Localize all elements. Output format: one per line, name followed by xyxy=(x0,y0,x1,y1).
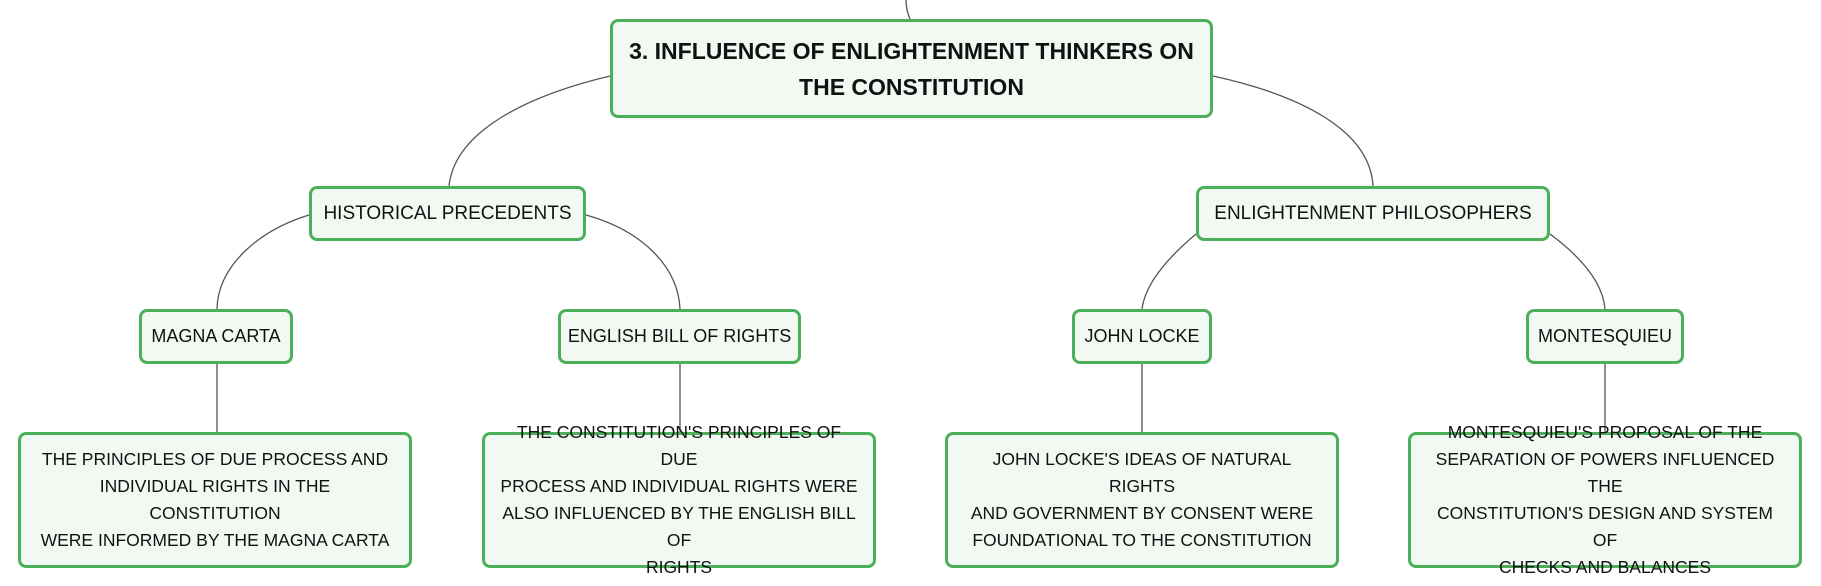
connector-historical-to-bill xyxy=(585,214,681,310)
root-title-line-1: 3. INFLUENCE OF ENLIGHTENMENT THINKERS O… xyxy=(629,37,1194,64)
topic-label: JOHN LOCKE xyxy=(1084,326,1200,346)
topic-node-montesquieu[interactable]: MONTESQUIEU xyxy=(1526,309,1684,364)
topic-node-magna-carta[interactable]: MAGNA CARTA xyxy=(139,309,293,364)
connector-root-to-philosophers xyxy=(1212,75,1374,187)
connector-philosophers-to-montesquieu xyxy=(1549,233,1606,310)
detail-line: THE PRINCIPLES OF DUE PROCESS AND xyxy=(41,449,389,469)
detail-line: ALSO INFLUENCED BY THE ENGLISH BILL OF xyxy=(502,503,856,550)
connector-historical-to-magna xyxy=(216,214,310,310)
detail-line: SEPARATION OF POWERS INFLUENCED THE xyxy=(1435,449,1775,496)
topic-node-john-locke[interactable]: JOHN LOCKE xyxy=(1072,309,1212,364)
detail-line: MONTESQUIEU'S PROPOSAL OF THE xyxy=(1447,422,1763,442)
topic-label: MAGNA CARTA xyxy=(151,326,281,346)
connector-parent-to-root xyxy=(905,0,911,20)
detail-node-english-bill-of-rights[interactable]: THE CONSTITUTION'S PRINCIPLES OF DUE PRO… xyxy=(482,422,876,577)
detail-line: FOUNDATIONAL TO THE CONSTITUTION xyxy=(972,530,1312,550)
detail-line: THE CONSTITUTION'S PRINCIPLES OF DUE xyxy=(516,422,842,469)
detail-line: JOHN LOCKE'S IDEAS OF NATURAL RIGHTS xyxy=(992,449,1292,496)
detail-node-magna-carta[interactable]: THE PRINCIPLES OF DUE PROCESS AND INDIVI… xyxy=(18,432,412,568)
detail-line: INDIVIDUAL RIGHTS IN THE CONSTITUTION xyxy=(99,476,331,523)
branch-label: ENLIGHTENMENT PHILOSOPHERS xyxy=(1214,202,1532,224)
topic-label: ENGLISH BILL OF RIGHTS xyxy=(567,326,792,346)
detail-line: RIGHTS xyxy=(645,557,713,577)
detail-line: CHECKS AND BALANCES xyxy=(1498,557,1711,577)
branch-node-historical-precedents[interactable]: HISTORICAL PRECEDENTS xyxy=(309,186,586,241)
detail-node-montesquieu[interactable]: MONTESQUIEU'S PROPOSAL OF THE SEPARATION… xyxy=(1408,422,1802,577)
topic-node-english-bill-of-rights[interactable]: ENGLISH BILL OF RIGHTS xyxy=(558,309,801,364)
connector-root-to-historical xyxy=(448,75,611,187)
root-node[interactable]: 3. INFLUENCE OF ENLIGHTENMENT THINKERS O… xyxy=(610,19,1213,118)
root-title-line-2: THE CONSTITUTION xyxy=(799,73,1024,100)
detail-line: WERE INFORMED BY THE MAGNA CARTA xyxy=(40,530,390,550)
detail-line: CONSTITUTION'S DESIGN AND SYSTEM OF xyxy=(1437,503,1773,550)
topic-label: MONTESQUIEU xyxy=(1538,326,1673,346)
branch-label: HISTORICAL PRECEDENTS xyxy=(323,202,572,224)
detail-line: AND GOVERNMENT BY CONSENT WERE xyxy=(970,503,1314,523)
detail-node-john-locke[interactable]: JOHN LOCKE'S IDEAS OF NATURAL RIGHTS AND… xyxy=(945,432,1339,568)
connector-philosophers-to-locke xyxy=(1141,233,1197,310)
detail-line: PROCESS AND INDIVIDUAL RIGHTS WERE xyxy=(500,476,858,496)
branch-node-enlightenment-philosophers[interactable]: ENLIGHTENMENT PHILOSOPHERS xyxy=(1196,186,1550,241)
